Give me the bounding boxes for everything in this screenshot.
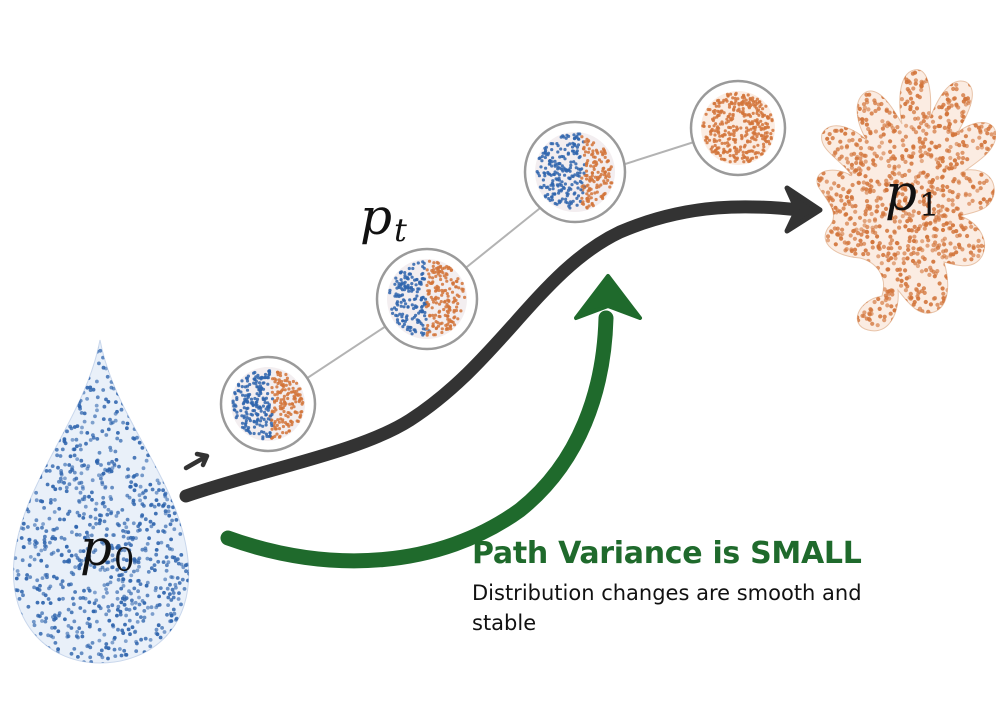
caption-block: Path Variance is SMALL Distribution chan… [472,534,982,638]
variance-arrow [220,310,614,569]
caption-title: Path Variance is SMALL [472,536,862,571]
teardrop-distribution-icon [12,339,190,664]
main-flow-arrowhead [784,185,823,234]
intermediate-node-1 [219,355,317,453]
variance-arrowhead [574,274,642,320]
intermediate-connector-line [267,127,739,405]
intermediate-node-3 [523,120,627,224]
target-label: p1 [885,164,939,224]
intermediate-distributions [219,79,787,453]
intermediate-node-2 [375,247,479,351]
intermediate-label: pt [360,188,407,249]
caption-subtitle: Distribution changes are smooth and stab… [472,581,862,635]
main-flow-path [179,200,807,503]
intermediate-node-4 [689,79,787,177]
source-label: p0 [80,519,134,579]
small-arrow-icon [183,451,210,471]
